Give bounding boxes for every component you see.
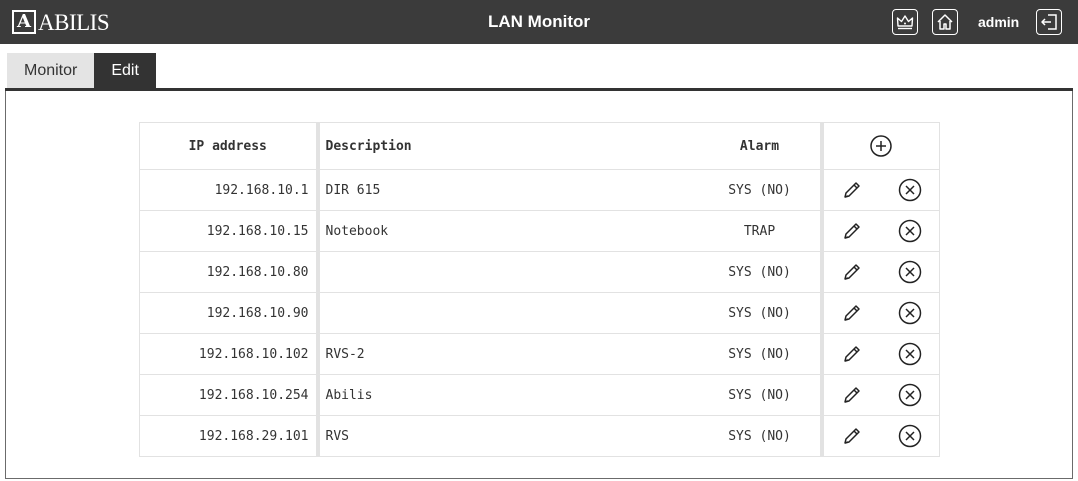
cell-description: Abilis [315,374,700,416]
tab-underline [5,88,1073,91]
cell-actions [819,169,940,211]
table-row: 192.168.10.15 Notebook TRAP [139,210,940,252]
edit-pencil-icon[interactable] [841,179,863,201]
lan-monitor-table: IP address Description Alarm 192.168.10.… [139,122,940,457]
cell-alarm: SYS (NO) [699,415,822,457]
tab-monitor[interactable]: Monitor [7,53,95,89]
edit-pencil-icon[interactable] [841,343,863,365]
table-row: 192.168.10.80 SYS (NO) [139,251,940,293]
logo-text: ABILIS [38,9,110,35]
logo-mark: A [12,10,36,34]
table-header-row: IP address Description Alarm [139,122,940,170]
edit-pencil-icon[interactable] [841,425,863,447]
cell-ip: 192.168.10.102 [139,333,318,375]
add-icon[interactable] [869,134,893,158]
cell-description [315,251,700,293]
cell-alarm: TRAP [699,210,822,252]
delete-icon[interactable] [898,301,922,325]
crown-icon [896,15,914,30]
tab-bar: Monitor Edit [7,53,156,89]
cell-ip: 192.168.10.80 [139,251,318,293]
cell-description: RVS [315,415,700,457]
col-header-ip: IP address [139,122,318,170]
tab-edit[interactable]: Edit [94,53,156,89]
edit-pencil-icon[interactable] [841,302,863,324]
cell-alarm: SYS (NO) [699,374,822,416]
cell-actions [819,415,940,457]
edit-pencil-icon[interactable] [841,384,863,406]
edit-panel [5,91,1073,479]
delete-icon[interactable] [898,424,922,448]
cell-description [315,292,700,334]
cell-actions [819,333,940,375]
edit-pencil-icon[interactable] [841,220,863,242]
cell-ip: 192.168.10.90 [139,292,318,334]
table-row: 192.168.10.90 SYS (NO) [139,292,940,334]
cell-actions [819,210,940,252]
cell-ip: 192.168.10.254 [139,374,318,416]
delete-icon[interactable] [898,383,922,407]
cell-actions [819,251,940,293]
cell-ip: 192.168.10.1 [139,169,318,211]
cell-actions [819,374,940,416]
table-row: 192.168.10.102 RVS-2 SYS (NO) [139,333,940,375]
logout-button[interactable] [1036,9,1062,35]
delete-icon[interactable] [898,219,922,243]
table-row: 192.168.10.1 DIR 615 SYS (NO) [139,169,940,211]
table-row: 192.168.10.254 Abilis SYS (NO) [139,374,940,416]
home-button[interactable] [932,9,958,35]
col-header-actions [819,122,940,170]
page-title: LAN Monitor [488,12,590,31]
crown-button[interactable] [892,9,918,35]
delete-icon[interactable] [898,260,922,284]
cell-description: DIR 615 [315,169,700,211]
cell-ip: 192.168.10.15 [139,210,318,252]
cell-description: RVS-2 [315,333,700,375]
user-name[interactable]: admin [978,14,1020,30]
home-icon [937,14,953,30]
delete-icon[interactable] [898,342,922,366]
top-bar: A ABILIS LAN Monitor admin [0,0,1078,44]
col-header-description: Description [315,122,700,170]
cell-actions [819,292,940,334]
edit-pencil-icon[interactable] [841,261,863,283]
table-row: 192.168.29.101 RVS SYS (NO) [139,415,940,457]
cell-alarm: SYS (NO) [699,169,822,211]
col-header-alarm: Alarm [699,122,822,170]
cell-alarm: SYS (NO) [699,292,822,334]
cell-alarm: SYS (NO) [699,251,822,293]
delete-icon[interactable] [898,178,922,202]
cell-alarm: SYS (NO) [699,333,822,375]
cell-ip: 192.168.29.101 [139,415,318,457]
cell-description: Notebook [315,210,700,252]
abilis-logo: A ABILIS [12,9,110,35]
logout-icon [1041,14,1057,30]
